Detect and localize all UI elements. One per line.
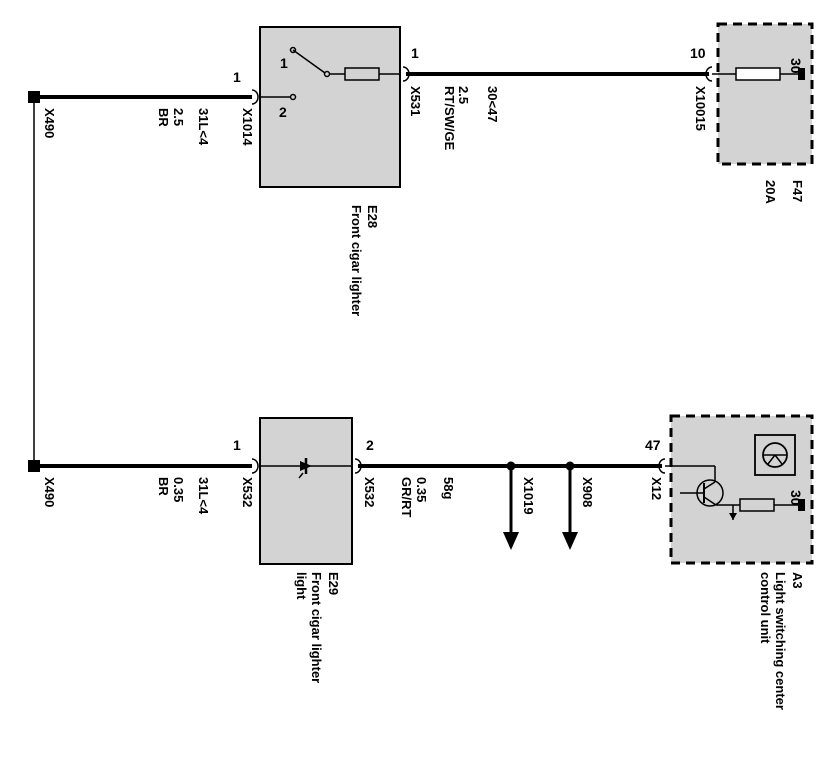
- e29-name-line1: Front cigar lighter: [309, 572, 324, 683]
- wire-e28-fuse-circuit: 30<47: [485, 86, 500, 123]
- connector-x532-left-symbol: [251, 458, 259, 474]
- e29-pin-left: 1: [233, 437, 241, 453]
- e28-switch-pin1: 1: [280, 55, 288, 71]
- f47-id-label: F47: [790, 180, 805, 202]
- connector-x12-symbol: [658, 458, 666, 474]
- wire-e29-ground-size: 0.35: [171, 477, 186, 502]
- e29-name-line2: light: [294, 572, 309, 600]
- wire-e28-ground-size: 2.5: [171, 108, 186, 126]
- e28-component-box: [259, 26, 401, 188]
- connector-x532-left-label: X532: [240, 477, 255, 507]
- f47-terminal-label: 30: [788, 58, 804, 74]
- f47-fuse-symbol: [712, 67, 805, 81]
- ground-label-top: X490: [42, 108, 57, 138]
- a3-ground-symbol-icon: [754, 434, 796, 476]
- e28-switch-symbol: [260, 46, 401, 101]
- wire-e29-a3-color: GR/RT: [399, 477, 414, 518]
- a3-transistor-symbol: [665, 465, 805, 520]
- e29-component-box: [259, 417, 353, 565]
- connector-x10015-symbol: [705, 66, 713, 82]
- wire-e28-ground-color: BR: [156, 108, 171, 127]
- splice-x1019-label: X1019: [521, 477, 536, 515]
- e28-name-label: Front cigar lighter: [349, 205, 364, 316]
- wire-e29-a3-size: 0.35: [414, 477, 429, 502]
- connector-x12-label: X12: [649, 477, 664, 500]
- a3-control-unit-box: [669, 414, 814, 565]
- wire-e29-ground-color: BR: [156, 477, 171, 496]
- e28-pin-left: 1: [233, 69, 241, 85]
- wire-e29-a3-circuit: 58g: [441, 477, 456, 499]
- e29-lamp-symbol: [260, 458, 352, 479]
- e28-pin-right: 1: [411, 45, 419, 61]
- connector-x1014-label: X1014: [240, 108, 255, 146]
- splice-x908-label: X908: [580, 477, 595, 507]
- e29-id-label: E29: [326, 572, 341, 595]
- connector-x1014-symbol: [251, 89, 259, 105]
- wire-e28-ground-circuit: 31L<4: [196, 108, 211, 146]
- wire-e28-fuse-size: 2.5: [456, 86, 471, 104]
- connector-x531-label: X531: [408, 86, 423, 116]
- a3-id-label: A3: [790, 572, 805, 589]
- e29-pin-right: 2: [366, 437, 374, 453]
- e28-switch-pin2: 2: [279, 104, 287, 120]
- splice-x908: [562, 461, 578, 550]
- connector-x532-right-label: X532: [362, 477, 377, 507]
- a3-terminal-label: 30: [788, 490, 804, 506]
- splice-x1019: [503, 461, 519, 550]
- a3-pin-label: 47: [645, 437, 661, 453]
- e28-id-label: E28: [365, 205, 380, 228]
- f47-rating-label: 20A: [763, 180, 778, 204]
- a3-name-line1: Light switching center: [773, 572, 788, 710]
- connector-x10015-label: X10015: [693, 86, 708, 131]
- wire-e29-ground-circuit: 31L<4: [196, 477, 211, 515]
- wire-e28-fuse-color: RT/SW/GE: [442, 86, 457, 151]
- f47-pin-in: 10: [690, 45, 706, 61]
- f47-fuse-box: [716, 22, 814, 166]
- a3-name-line2: control unit: [758, 572, 773, 644]
- ground-label-bottom: X490: [42, 477, 57, 507]
